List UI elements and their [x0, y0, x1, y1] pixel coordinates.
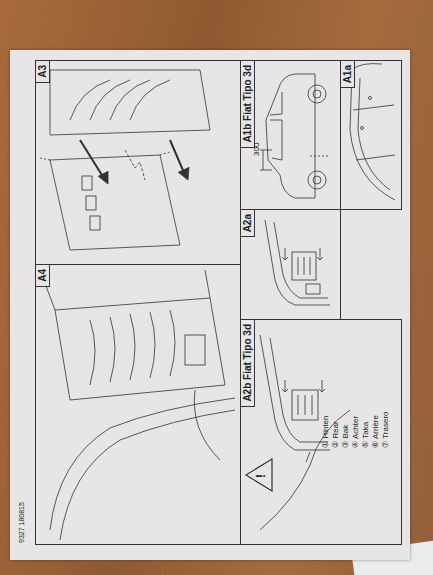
- figure-label: A1a: [341, 61, 355, 88]
- legend-entry: ⑥ Arrière: [372, 415, 381, 448]
- figure-label: A2b Fiat Tipo 3d: [241, 320, 255, 407]
- warning-triangle: [246, 459, 272, 491]
- figure-label: A4: [36, 265, 50, 287]
- dimension: 300: [253, 143, 262, 156]
- mudflap-fender-drawing: [260, 335, 350, 530]
- figure-panel: A3: [35, 60, 241, 265]
- figure-panel: A1a: [340, 60, 402, 210]
- legend-entry: ② Rear: [332, 421, 341, 448]
- warning-mark: !: [255, 474, 268, 478]
- mudflap-parts-drawing: [40, 70, 210, 250]
- figure-label: A2a: [241, 210, 255, 237]
- legend-entry: ① Hinten: [322, 415, 331, 448]
- figure-label: A3: [36, 61, 50, 83]
- installed-mudflap-drawing: [40, 270, 235, 540]
- document-number: 9327 180815: [18, 502, 26, 543]
- figure-panel: A2a: [240, 209, 341, 320]
- car-side-drawing: [260, 74, 330, 198]
- car-roof-drawing: [350, 64, 395, 200]
- figure-panel: A1b Fiat Tipo 3d: [240, 60, 341, 210]
- figure-label: A1b Fiat Tipo 3d: [241, 61, 255, 148]
- illustration: [10, 50, 410, 560]
- legend-entry: ③ Bak: [342, 425, 351, 448]
- figure-panel: A4: [35, 264, 241, 545]
- legend-entry: ⑤ Taka: [362, 422, 371, 448]
- instruction-sheet: A1a A1b Fiat Tipo 3d A2aA2b Fiat Tipo 3d A3…: [10, 50, 410, 560]
- legend-entry: ⑦ Trasero: [382, 411, 391, 448]
- mudflap-bracket-drawing: [265, 220, 330, 305]
- legend-entry: ④ Achter: [352, 416, 361, 448]
